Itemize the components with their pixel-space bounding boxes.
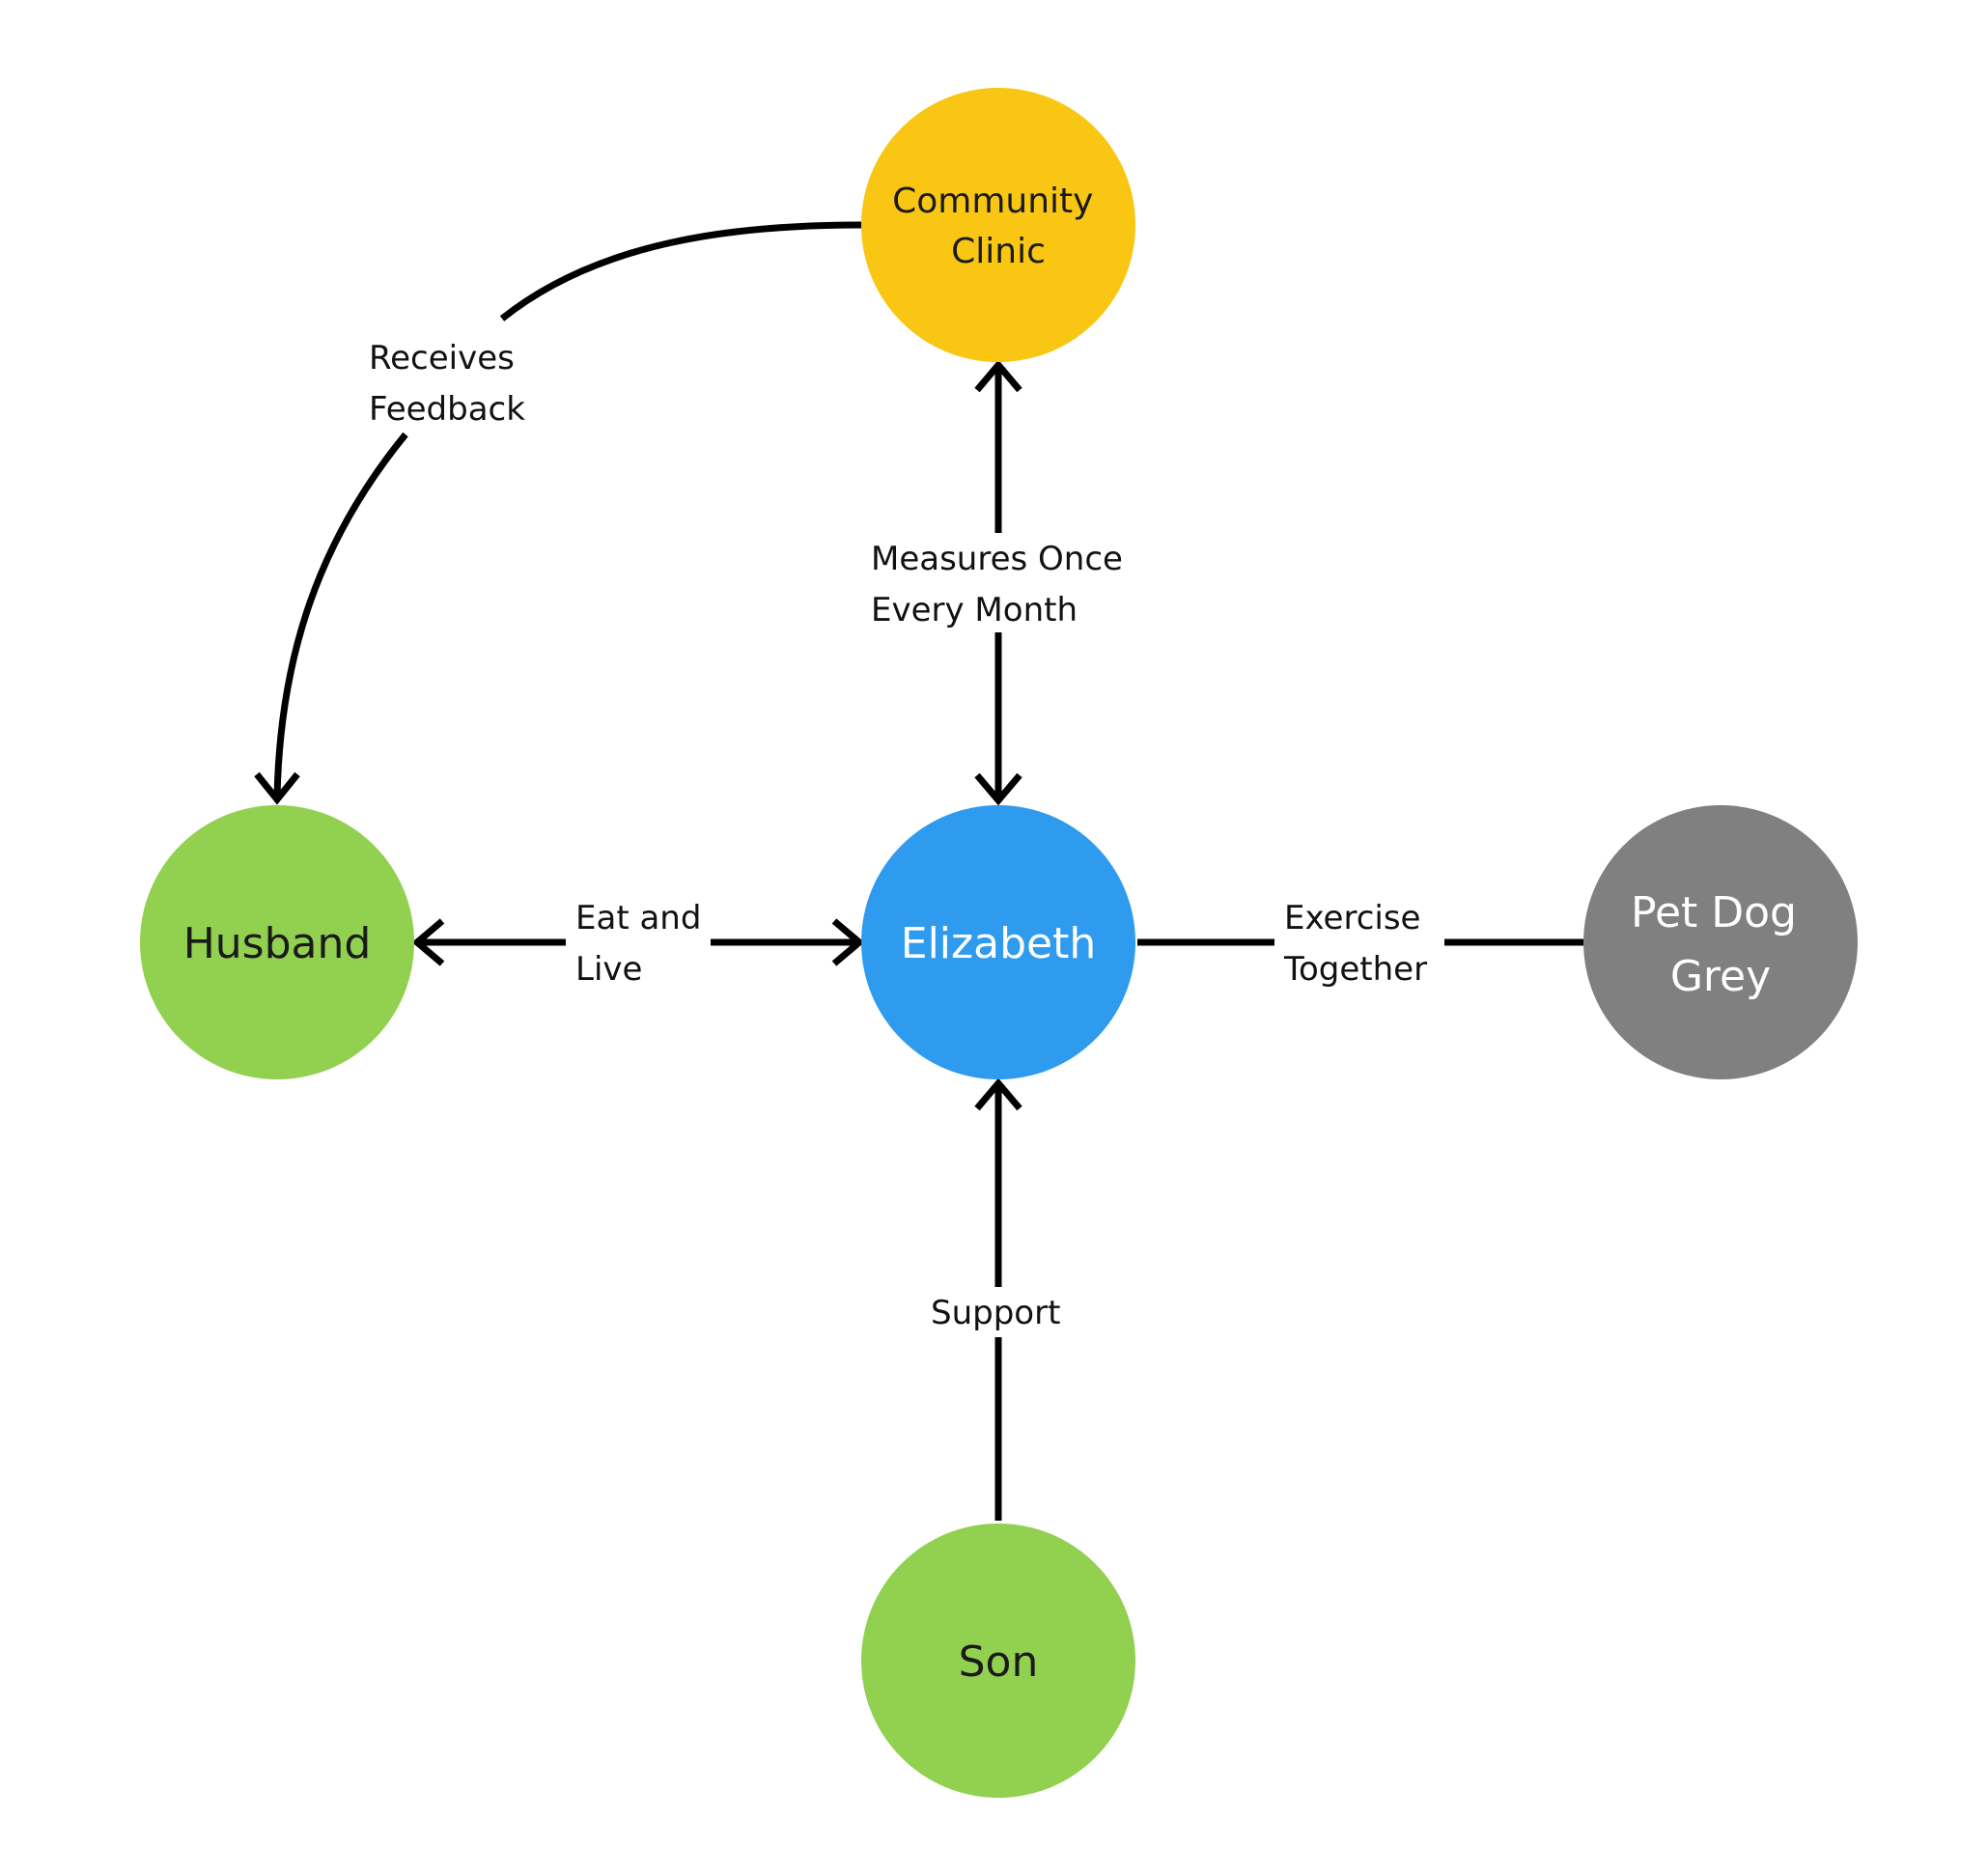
edge-clinic-to-elizabeth: Measures Once Every Month [871,359,1134,806]
edge-clinic-to-husband: Receives Feedback [254,221,862,805]
node-label-elizabeth: Elizabeth [901,919,1096,968]
node-label-husband: Husband [183,919,372,968]
arrow-head-husband-top [254,771,300,805]
arrow-head-elizabeth-bottom [974,1077,1022,1111]
node-label-community-clinic: Community Clinic [892,182,1105,271]
arrow-head-husband-right [411,918,445,966]
edge-label-exercise-together: Exercise Together [1283,899,1431,989]
node-circle-community-clinic [861,88,1135,362]
arrow-head-elizabeth-top [974,772,1022,806]
edge-husband-elizabeth: Eat and Live [411,899,865,989]
node-son: Son [861,1524,1135,1798]
node-community-clinic: Community Clinic [861,88,1135,362]
node-label-son: Son [959,1637,1039,1687]
edge-label-eat-and-live: Eat and Live [575,899,712,989]
node-pet-dog-grey: Pet Dog Grey [1583,805,1858,1079]
arrow-head-clinic-bottom [974,359,1022,393]
node-elizabeth: Elizabeth [861,805,1135,1079]
edge-label-support: Support [931,1294,1060,1332]
edge-label-measures-once: Measures Once Every Month [871,540,1134,629]
node-circle-son [861,1524,1135,1798]
node-husband: Husband [140,805,414,1079]
node-circle-elizabeth [861,805,1135,1079]
edge-line-clinic-husband [499,221,862,322]
node-circle-husband [140,805,414,1079]
edge-line-clinic-husband-lower [273,432,408,798]
node-circle-pet-dog-grey [1583,805,1858,1079]
edge-label-receives-feedback: Receives Feedback [369,339,525,429]
node-label-pet-dog-grey: Pet Dog Grey [1631,888,1810,1001]
edge-elizabeth-dog: Exercise Together [1137,899,1583,989]
edge-son-elizabeth: Support [931,1077,1060,1521]
arrow-head-elizabeth-left [831,918,865,966]
